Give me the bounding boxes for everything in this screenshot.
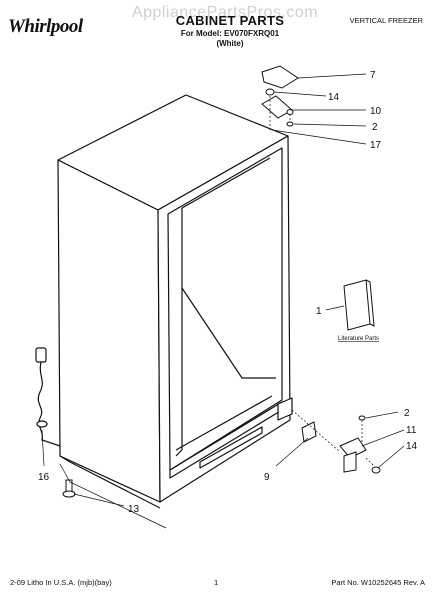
footer-page-number: 1 [214,578,219,587]
booklet-spine [365,279,375,327]
literature-booklet [343,279,371,331]
callout-11: 11 [406,425,417,436]
callout-17: 17 [370,140,382,151]
leader-14-bottom [377,445,405,469]
bottom-hinge-screw [371,466,381,474]
power-cord-clip [36,420,48,428]
power-cord-plug [35,347,47,363]
bottom-hinge-plate [277,397,293,421]
callout-1: 1 [316,306,322,317]
top-hinge-screw [265,88,275,96]
callout-2-bottom: 2 [404,408,410,419]
cabinet-base-edge [59,455,161,509]
liner-back-slope [181,287,276,379]
leader-11 [361,429,405,447]
bottom-hinge-foot [343,451,357,473]
top-hinge-cover [261,65,299,89]
leader-9 [275,437,309,467]
leader-2-bottom [365,411,399,419]
liner-floor-edge [175,395,273,451]
leader-17 [271,129,367,145]
callout-16: 16 [38,472,50,483]
category-label: VERTICAL FREEZER [349,16,423,25]
liner-top-edge [181,157,271,209]
bottom-hinge-bracket [339,437,367,459]
cabinet-side-face [57,159,161,503]
model-line: For Model: EV070FXRQ01 [180,29,280,38]
bottom-washer [358,415,366,421]
watermark: AppliancePartsPros.com [131,4,319,21]
footer-litho: 2-09 Litho In U.S.A. (mjb)(bay) [10,578,112,587]
floor-reference-line [59,463,167,529]
callout-14-top: 14 [328,92,340,103]
leader-7 [297,73,367,79]
footer-part-number: Part No. W10252645 Rev. A [331,578,425,587]
bottom-hinge-plate-part [301,421,317,443]
leader-2-top [293,123,367,127]
callout-13: 13 [128,504,140,515]
callout-9: 9 [264,472,270,483]
color-line: (White) [216,39,244,48]
cabinet-door-opening [167,147,283,471]
leader-14-top [273,91,327,97]
callout-7: 7 [370,70,376,81]
callout-2-top: 2 [372,122,378,133]
leader-1 [325,305,345,311]
leader-16 [41,429,45,467]
callout-10: 10 [370,106,382,117]
bottom-screw-dash [365,457,375,467]
liner-corner [175,449,183,457]
model-info: For Model: EV070FXRQ01 (White) [150,29,310,49]
callout-14-bottom: 14 [406,441,418,452]
leveling-leg-foot [62,490,76,498]
bottom-dash-line [291,409,341,453]
grille-slot [199,426,263,469]
literature-parts-label: Literature Parts [338,336,379,342]
power-cord [37,361,61,447]
brand-logo: Whirlpool [8,16,83,37]
top-hinge-washer [286,121,294,127]
page-title: CABINET PARTS [175,13,285,28]
top-hinge-plate [261,95,293,119]
